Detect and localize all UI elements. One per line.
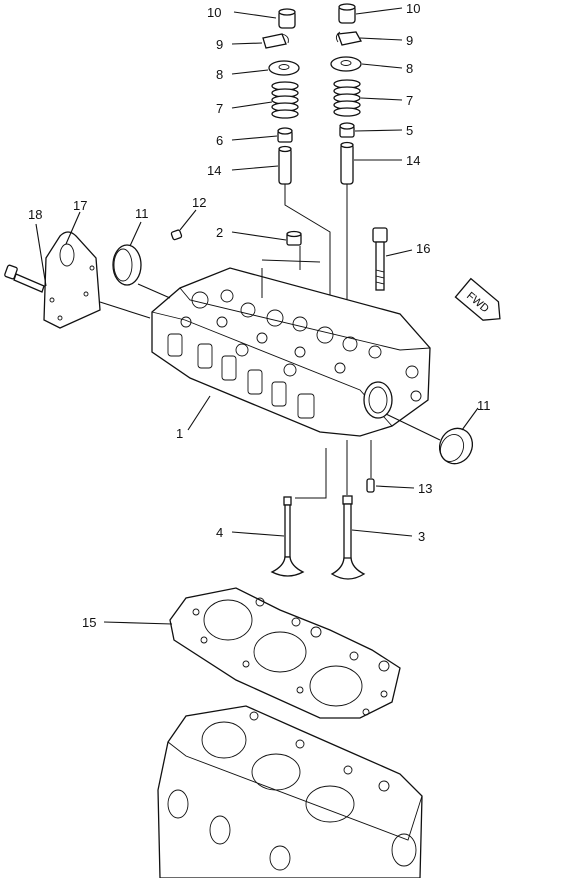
callout-1: 1 [176,426,183,441]
valve-spring-right [333,79,361,117]
valve-cap-left [278,8,296,29]
callout-9-right: 9 [406,33,413,48]
valve-collet-right [335,31,362,46]
callout-17: 17 [73,198,87,213]
valve-stem-seal-right [339,122,355,138]
callout-14-right: 14 [406,153,420,168]
dowel-pin [170,229,183,241]
callout-15: 15 [82,615,96,630]
callout-13: 13 [418,481,432,496]
callout-labels: 10 9 8 7 6 14 10 9 8 7 5 14 18 17 11 12 … [28,1,491,630]
callout-4: 4 [216,525,223,540]
callout-2: 2 [216,225,223,240]
expansion-plug-right [438,427,474,465]
dowel-pin-lower [366,478,375,493]
valve-stem-seal-left [277,127,293,143]
head-gasket [169,587,401,719]
cylinder-head [151,246,431,437]
valve-cap-right [338,3,356,24]
valve-spring-left [271,81,299,119]
callout-18: 18 [28,207,42,222]
callout-10-right: 10 [406,1,420,16]
spring-retainer-right [330,56,362,72]
valve-stack-left [262,8,331,345]
valve-guide-left [278,145,292,185]
mounting-bolt [4,264,45,293]
intake-valve [270,496,305,577]
callout-12: 12 [192,195,206,210]
callout-7-right: 7 [406,93,413,108]
callout-3: 3 [418,529,425,544]
callout-14-left: 14 [207,163,221,178]
callout-5: 5 [406,123,413,138]
valve-collet-left [262,33,289,49]
head-plug [286,230,302,246]
callout-8-left: 8 [216,67,223,82]
callout-7-left: 7 [216,101,223,116]
exhaust-valve [330,495,366,580]
callout-6: 6 [216,133,223,148]
callout-10-left: 10 [207,5,221,20]
callout-8-right: 8 [406,61,413,76]
callout-11-upper: 11 [135,206,149,221]
cylinder-block [157,705,423,879]
callout-9-left: 9 [216,37,223,52]
forward-direction-badge: FWD [454,277,501,321]
expansion-plug-upper [112,244,142,286]
valve-stack-right [330,3,362,350]
end-plate [43,231,101,329]
spring-retainer-left [268,60,300,76]
head-bolt [372,227,388,291]
callout-16: 16 [416,241,430,256]
callout-11-right: 11 [477,398,491,413]
valve-guide-right [340,141,354,185]
leader-lines [35,7,479,625]
